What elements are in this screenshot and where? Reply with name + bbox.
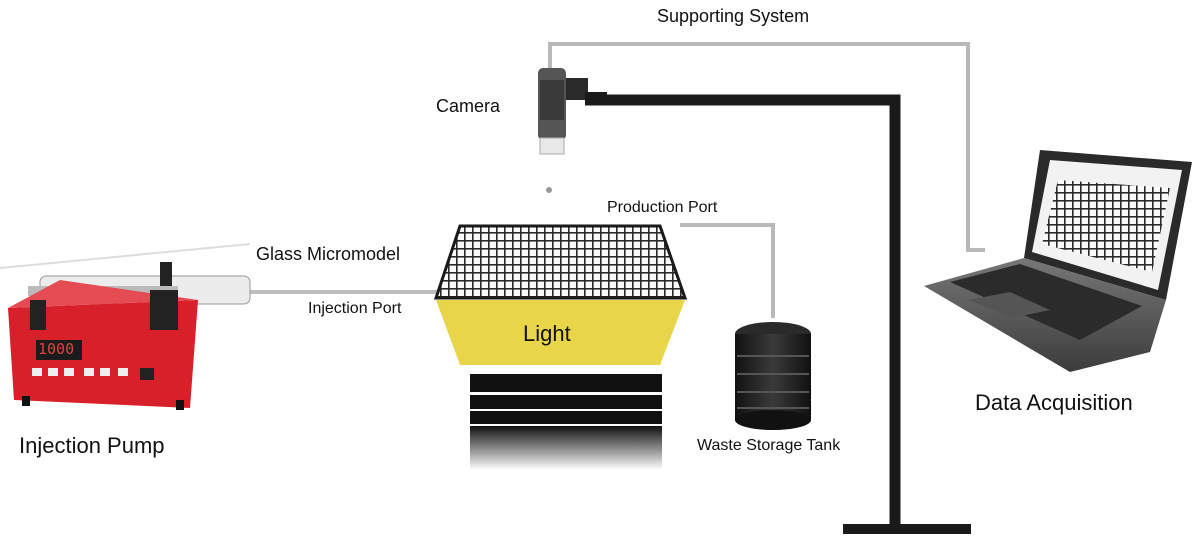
production-tubing	[680, 223, 775, 318]
support-stand	[585, 94, 971, 534]
light-label: Light	[523, 321, 571, 346]
injection-tubing	[0, 243, 440, 294]
injection-pump	[8, 262, 251, 410]
injection-port-label: Injection Port	[308, 300, 402, 317]
camera-data-cable	[548, 42, 985, 252]
waste-storage-tank	[735, 322, 811, 430]
camera-label: Camera	[436, 96, 501, 116]
glass-micromodel-label: Glass Micromodel	[256, 244, 401, 264]
pump-display-readout: 1000	[38, 340, 75, 358]
light-panel	[436, 300, 685, 365]
supporting-system-label: Supporting System	[657, 6, 810, 26]
glass-micromodel	[433, 224, 688, 300]
injection-pump-label: Injection Pump	[19, 433, 165, 458]
light-base	[470, 374, 662, 470]
camera-device	[538, 68, 607, 193]
production-port-label: Production Port	[607, 199, 718, 216]
data-acquisition-label: Data Acquisition	[975, 390, 1133, 415]
laptop	[924, 150, 1192, 372]
waste-storage-tank-label: Waste Storage Tank	[697, 437, 841, 454]
